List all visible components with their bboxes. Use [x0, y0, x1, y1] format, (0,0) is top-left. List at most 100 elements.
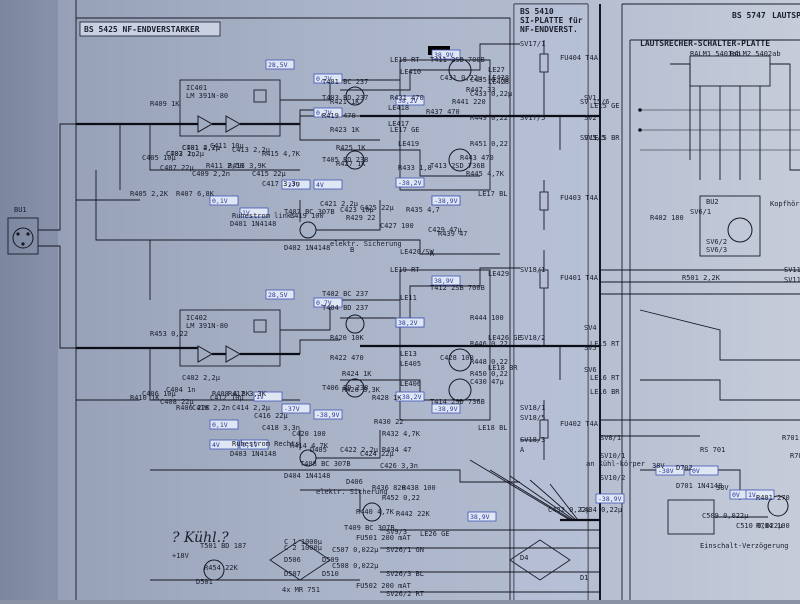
resistor-label: R442 22K	[396, 510, 431, 518]
voltage-tag-text: 28,5V	[268, 61, 288, 69]
ic402-id: IC402	[186, 314, 207, 322]
transistor-label: T409 BC 307B	[344, 524, 395, 532]
capacitor-label: C424 22µ	[360, 450, 395, 458]
resistor-label: R424 1K	[342, 370, 372, 378]
voltage-tag-box	[395, 95, 425, 106]
transistor-label: T405 BD 238	[322, 156, 368, 164]
amp-board-label: BS 5425 NF-ENDVERSTARKER	[84, 25, 200, 34]
capacitor-label: C701 4,7µ	[182, 144, 221, 152]
capacitor-label: C432 0,22µ	[548, 506, 591, 514]
voltage-tag: -38,9V	[431, 195, 461, 206]
voltage-tag-text: 38,2V	[398, 319, 418, 327]
resistor-label: R501 2,2K	[682, 274, 721, 282]
voltage-tag-text: 0V	[692, 467, 700, 475]
voltage-tag-text: 0,7V	[316, 75, 332, 83]
connector-label: LE16 BR	[590, 388, 620, 396]
voltage-tag-text: -38,9V	[434, 405, 458, 413]
note-label: Einschalt-Verzögerung	[700, 542, 789, 550]
voltage-tag: 38,2V	[395, 95, 425, 106]
capacitor-label: C702 2,2µ	[166, 150, 205, 158]
voltage-tag-box	[655, 465, 685, 476]
resistor-label: R409 1K	[150, 100, 180, 108]
resistor-label: R406 22K	[176, 404, 211, 412]
voltage-tag-text: -38,9V	[316, 411, 340, 419]
switch-line-label: SV5	[584, 344, 597, 352]
switch-line-label: SV17/1	[520, 40, 545, 48]
voltage-tag: 38,9V	[431, 275, 461, 286]
voltage-tag-box	[209, 419, 239, 430]
capacitor-label: C422 2,2µ	[340, 446, 379, 454]
voltage-tag-text: 28,5V	[268, 291, 288, 299]
voltage-tag-text: 38,9V	[434, 277, 454, 285]
note-label: Ruhestrom Rechts	[232, 440, 299, 448]
diode-label: D405	[310, 446, 327, 454]
transistor-label: T402 BC 237	[322, 290, 368, 298]
connector-label: LE405	[400, 360, 421, 368]
connector-label: LE27	[488, 66, 505, 74]
voltage-tag-text: 4V	[212, 441, 220, 449]
si-board-line2: SI-PLATTE für	[520, 16, 583, 25]
switch-line-label: SV10/2	[600, 474, 625, 482]
connector-label: LE426 GE	[488, 334, 522, 342]
rail-label: 38V	[716, 484, 729, 492]
voltage-tag-box	[689, 465, 719, 476]
voltage-tag: 38,9V	[431, 49, 461, 60]
resistor-label: R453 0,22	[150, 330, 188, 338]
voltage-tag-box	[209, 195, 239, 206]
transistor-label: T406 BD 238	[322, 384, 368, 392]
voltage-tag: -38V	[655, 465, 685, 476]
voltage-tag-box	[595, 493, 625, 504]
resistor-label: R430 22	[374, 418, 404, 426]
switch-line-label: SV6	[584, 366, 597, 374]
voltage-tag-box	[281, 403, 311, 414]
capacitor-label: C405 10µ	[142, 154, 177, 162]
voltage-tag-box	[281, 179, 311, 190]
resistor-label: R447 33	[466, 86, 496, 94]
voltage-tag-text: 4V	[316, 181, 324, 189]
switch-line-label: SV8/1	[600, 434, 621, 442]
capacitor-label: C403 1n	[166, 150, 196, 158]
switch-line-label: SV1	[584, 94, 597, 102]
resistor-label: R450 0,22	[470, 370, 508, 378]
capacitor-label: C406 10µ	[142, 390, 177, 398]
resistor-label: R449 0,22	[470, 114, 508, 122]
diode-label: D4	[520, 554, 528, 562]
transistor-label: T408 BC 307B	[300, 460, 351, 468]
capacitor-label: C413 2,2µ	[232, 146, 271, 154]
voltage-tag-box	[467, 511, 497, 522]
voltage-tag-box	[209, 439, 239, 450]
handwritten-note: ? Kühl.?	[172, 530, 229, 546]
transistor-label: T403 BD 237	[322, 94, 368, 102]
si-board-title: BS 5410 SI-PLATTE für NF-ENDVERST.	[520, 7, 583, 34]
voltage-tag-box	[239, 207, 269, 218]
resistor-label: R434 47	[382, 446, 412, 454]
capacitor-label: C428 100	[440, 354, 474, 362]
misc-label: B	[350, 246, 354, 254]
transistor-label: T404 BD 237	[322, 304, 368, 312]
voltage-tag: 4V	[209, 439, 239, 450]
voltage-tag-text: -37V	[284, 181, 300, 189]
ic401-part: LM 391N-80	[186, 92, 228, 100]
resistor-label: R401 270	[756, 494, 790, 502]
capacitor-label: C409 2,2n	[192, 170, 230, 178]
voltage-tag: 0,7V	[313, 73, 343, 84]
voltage-tag: 28,5V	[265, 59, 295, 70]
voltage-tag-box	[265, 59, 295, 70]
voltage-tag: -38,9V	[313, 409, 343, 420]
switch-line-label: SV18/1	[520, 266, 545, 274]
voltage-tag: 1V	[239, 207, 269, 218]
resistor-label: R704 100	[756, 522, 790, 530]
resistor-label: R701 100K	[782, 434, 800, 442]
capacitor-label: C431 0,22µ	[440, 74, 483, 82]
voltage-tag: -38,2V	[395, 177, 425, 188]
voltage-tag-box	[313, 409, 343, 420]
transistor-label: T413 2SD 736B	[430, 162, 485, 170]
transistor-label: T401 BC 237	[322, 78, 368, 86]
resistor-label: R702 330K	[790, 452, 800, 460]
voltage-tag-box	[431, 49, 461, 60]
resistor-label: R439 47	[438, 230, 468, 238]
capacitor-label: C426 3,3n	[380, 462, 418, 470]
switch-line-label: SV17/5	[520, 114, 545, 122]
